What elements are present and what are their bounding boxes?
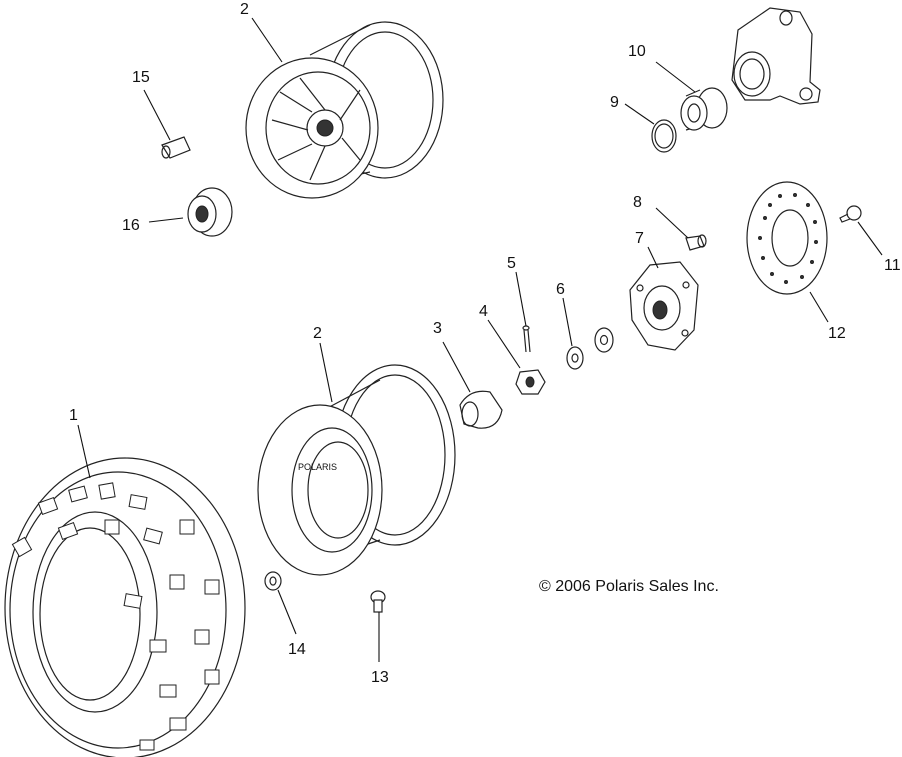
wheel-hub-part-7: [629, 261, 699, 351]
wheel-rim-front-part-2: POLARIS: [257, 364, 456, 576]
callout-13: 13: [371, 669, 389, 686]
callout-7: 7: [635, 230, 644, 247]
callout-1: 1: [69, 407, 78, 424]
wheel-stud-part-8: [685, 234, 707, 251]
copyright-text: © 2006 Polaris Sales Inc.: [539, 578, 719, 595]
leader-lines: [77, 17, 883, 662]
callout-6: 6: [556, 281, 565, 298]
callout-2-lower: 2: [313, 325, 322, 342]
callout-3: 3: [433, 320, 442, 337]
callout-12: 12: [828, 325, 846, 342]
bearing-part-10: [680, 87, 728, 131]
callout-labels: 1 2 2 3 4 5 6 7 8 9 10 11 12 13 14 15 16: [69, 1, 901, 686]
bolt-part-11: [839, 205, 862, 223]
callout-8: 8: [633, 194, 642, 211]
cotter-pin-part-5: [522, 325, 531, 353]
tire-part-1: [4, 457, 246, 757]
callout-9: 9: [610, 94, 619, 111]
lug-nut-part-14: [264, 571, 282, 591]
stud-pin-part-15: [161, 136, 191, 159]
washers-part-6: [566, 327, 614, 370]
callout-4: 4: [479, 303, 488, 320]
hub-cap-part-3: [459, 390, 503, 429]
callout-14: 14: [288, 641, 306, 658]
valve-stem-part-13: [370, 590, 386, 613]
svg-text:POLARIS: POLARIS: [298, 462, 337, 472]
snap-ring-part-9: [651, 119, 677, 153]
castle-nut-part-4: [515, 369, 546, 395]
callout-11: 11: [884, 257, 901, 274]
nut-part-16: [187, 187, 233, 237]
callout-5: 5: [507, 255, 516, 272]
callout-10: 10: [628, 43, 646, 60]
wheel-rim-rear-part-2: [245, 21, 444, 199]
brake-disc-part-12: [746, 181, 828, 295]
callout-15: 15: [132, 69, 150, 86]
callout-2-upper: 2: [240, 1, 249, 18]
callout-16: 16: [122, 217, 140, 234]
bearing-carrier: [731, 7, 821, 105]
